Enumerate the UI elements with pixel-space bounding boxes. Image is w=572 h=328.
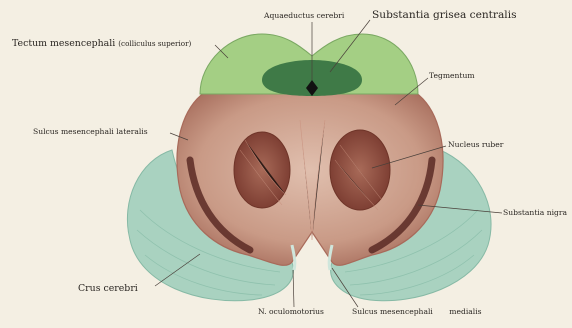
label-nucleus-ruber: Nucleus ruber — [448, 141, 503, 149]
label-tegmentum: Tegmentum — [429, 72, 475, 80]
nucleus-ruber-right — [330, 130, 390, 210]
label-sulcus-lateralis: Sulcus mesencephali lateralis — [33, 128, 148, 136]
label-tectum-sub: (colliculus superior) — [118, 39, 191, 48]
label-sulcus-medialis: Sulcus mesencephali medialis — [352, 308, 482, 316]
label-tectum-mesencephali: Tectum mesencephali (colliculus superior… — [12, 39, 191, 48]
label-substantia-grisea-centralis: Substantia grisea centralis — [372, 10, 517, 21]
tegmentum-region — [177, 92, 443, 265]
label-crus-cerebri: Crus cerebri — [78, 284, 138, 293]
nucleus-ruber-left — [234, 132, 290, 208]
label-sulcus-medialis-b: medialis — [449, 307, 481, 316]
label-n-oculomotorius: N. oculomotorius — [258, 308, 324, 316]
label-aqueductus-cerebri: Aquaeductus cerebri — [264, 12, 344, 20]
label-sulcus-medialis-a: Sulcus mesencephali — [352, 307, 433, 316]
label-tectum-main: Tectum mesencephali — [12, 38, 115, 49]
label-substantia-nigra: Substantia nigra — [503, 209, 567, 217]
